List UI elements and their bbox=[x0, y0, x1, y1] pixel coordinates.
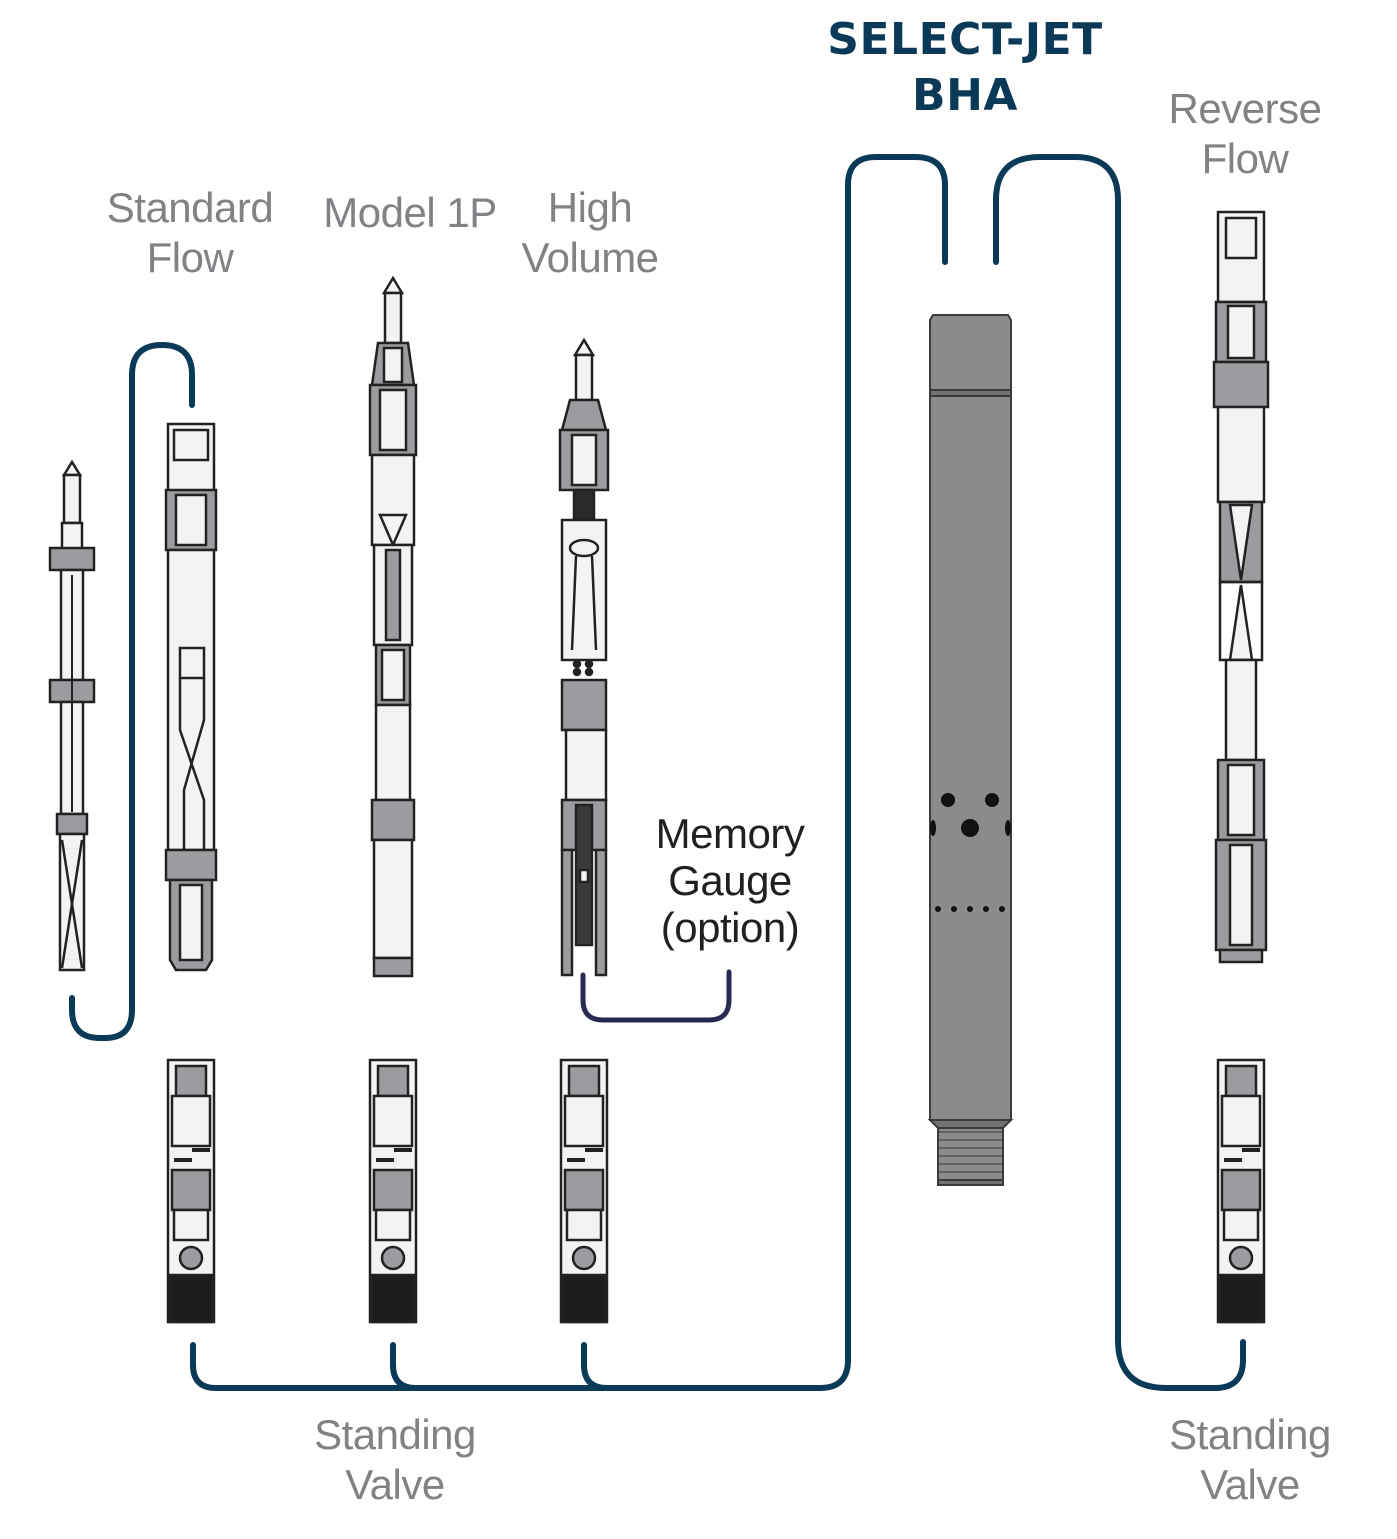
model-1p-pump bbox=[368, 275, 418, 978]
label-memory-gauge: Memory Gauge (option) bbox=[655, 810, 805, 951]
standard-flow-pump bbox=[164, 422, 218, 972]
label-reverse-flow: Reverse Flow bbox=[1168, 85, 1322, 182]
reverse-flow-pump bbox=[1212, 210, 1270, 964]
bha-ports bbox=[930, 793, 1011, 912]
standard-flow-loop bbox=[69, 341, 195, 1041]
label-standing-valve-left: Standing Valve bbox=[314, 1411, 476, 1508]
label-standard-flow: Standard Flow bbox=[106, 184, 274, 281]
standing-valve-1 bbox=[166, 1058, 216, 1324]
connector-lines bbox=[69, 154, 1246, 1391]
diagram-title: SELECT-JET BHA bbox=[827, 14, 1103, 121]
prong-tool bbox=[48, 459, 96, 972]
select-jet-bha bbox=[927, 314, 1014, 1186]
standing-valve-4 bbox=[1216, 1058, 1266, 1324]
standing-valve-tick-2 bbox=[390, 1342, 419, 1391]
bha-right-loop bbox=[993, 154, 1246, 1391]
standing-valve-tick-3 bbox=[581, 1342, 610, 1391]
standing-valve-3 bbox=[559, 1058, 609, 1324]
label-standing-valve-right: Standing Valve bbox=[1169, 1411, 1331, 1508]
label-high-volume: High Volume bbox=[521, 184, 659, 281]
bha-left-loop bbox=[190, 154, 948, 1391]
standing-valve-2 bbox=[368, 1058, 418, 1324]
memory-gauge-bracket bbox=[580, 969, 732, 1023]
label-model-1p: Model 1P bbox=[323, 189, 497, 236]
high-volume-pump bbox=[558, 337, 610, 977]
